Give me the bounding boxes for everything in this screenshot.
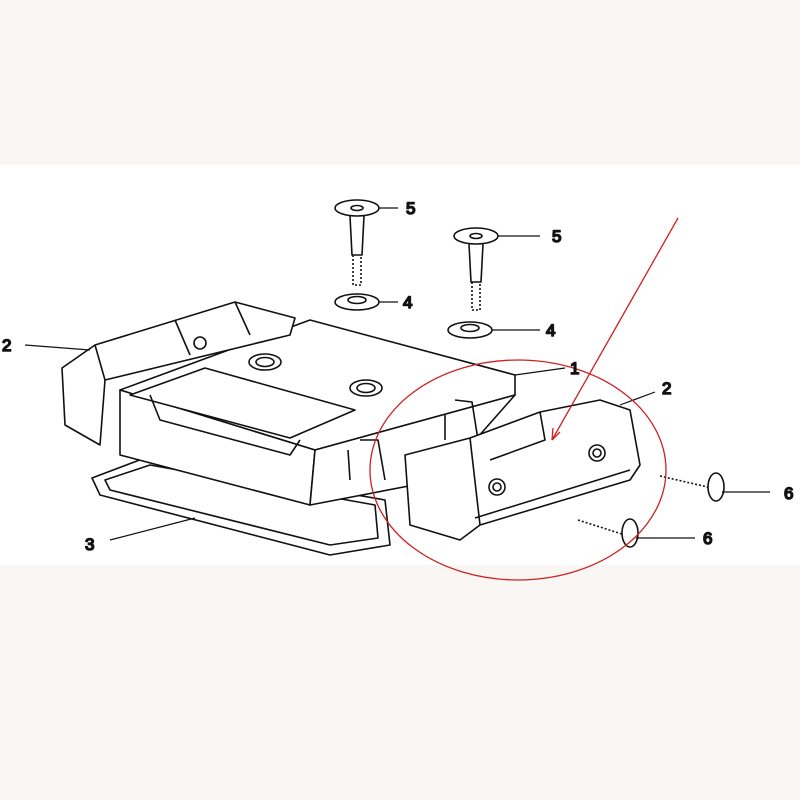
callout-6a: 6: [784, 484, 793, 503]
callout-3: 3: [85, 535, 94, 554]
main-body: [119, 319, 516, 506]
pin-5a: [334, 199, 380, 286]
washer-4a: [334, 293, 380, 311]
highlight-circle: [369, 359, 667, 581]
callout-2-right: 2: [662, 379, 671, 398]
right-handle: [404, 399, 641, 541]
callout-4b: 4: [546, 321, 555, 340]
callout-5b: 5: [552, 227, 561, 246]
callout-2-left: 2: [2, 336, 11, 355]
callout-6b: 6: [703, 529, 712, 548]
screw-6a: [659, 472, 725, 502]
leader-lines: [24, 207, 770, 541]
pin-5b: [453, 227, 499, 311]
washer-4b: [447, 321, 493, 339]
screw-6b: [577, 518, 639, 548]
callout-4a: 4: [403, 293, 412, 312]
highlight-annotation: [369, 217, 679, 581]
callout-5a: 5: [406, 199, 415, 218]
callout-1: 1: [570, 359, 579, 378]
highlight-arrow: [551, 217, 679, 441]
left-handle: [61, 301, 296, 446]
